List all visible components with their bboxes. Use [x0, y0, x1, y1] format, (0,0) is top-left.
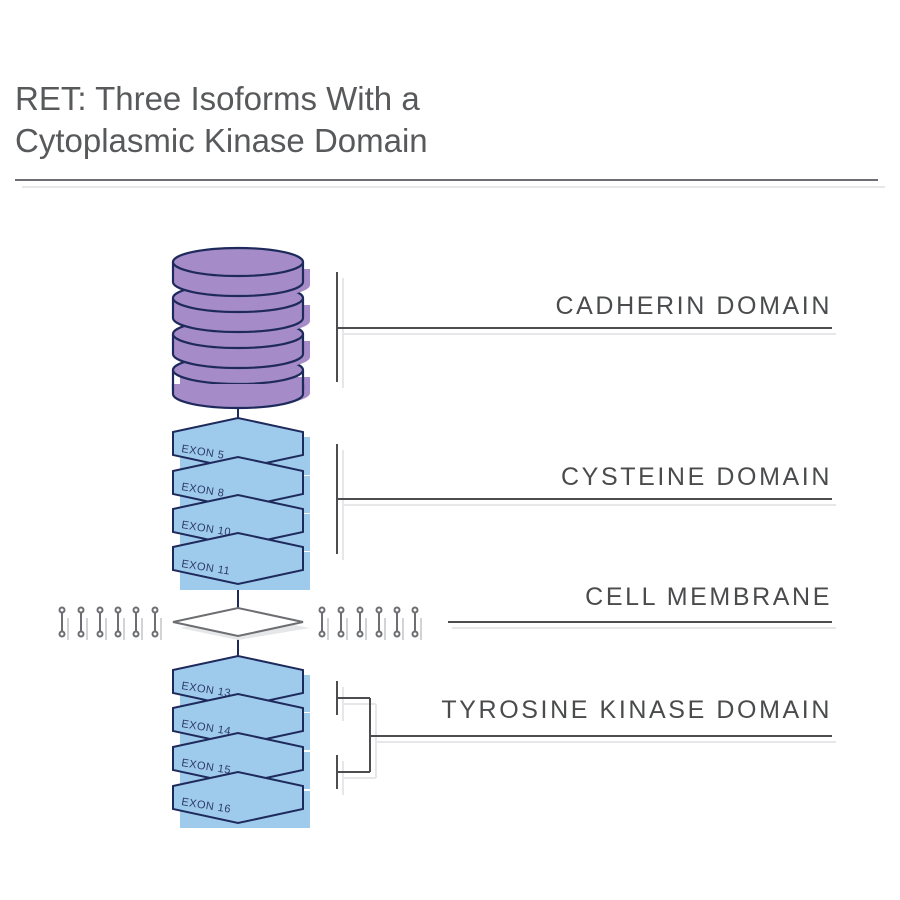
phospholipids-right: [318, 606, 422, 640]
page-title: RET: Three Isoforms With a Cytoplasmic K…: [15, 78, 875, 162]
exon-block-11: EXON 11: [172, 531, 310, 590]
membrane-leader: [448, 621, 836, 629]
cadherin-domain-stack: [171, 246, 310, 410]
cadherin-disc-1: [171, 246, 310, 299]
cysteine-domain-label: CYSTEINE DOMAIN: [561, 463, 832, 491]
tyrosine-bracket: [336, 681, 836, 795]
exon-block-16: EXON 16: [172, 770, 310, 828]
title-rule: [15, 179, 878, 181]
cell-membrane-label: CELL MEMBRANE: [585, 583, 832, 611]
tyrosine-kinase-domain-label: TYROSINE KINASE DOMAIN: [441, 696, 832, 724]
title-rule-shadow: [22, 186, 885, 188]
cadherin-bracket: [336, 272, 836, 388]
cadherin-domain-label: CADHERIN DOMAIN: [555, 292, 832, 320]
cell-membrane: [58, 606, 422, 640]
title-line-2: Cytoplasmic Kinase Domain: [15, 122, 428, 159]
cysteine-bracket: [336, 444, 836, 560]
title-line-1: RET: Three Isoforms With a: [15, 80, 420, 117]
phospholipids-left: [58, 606, 162, 640]
